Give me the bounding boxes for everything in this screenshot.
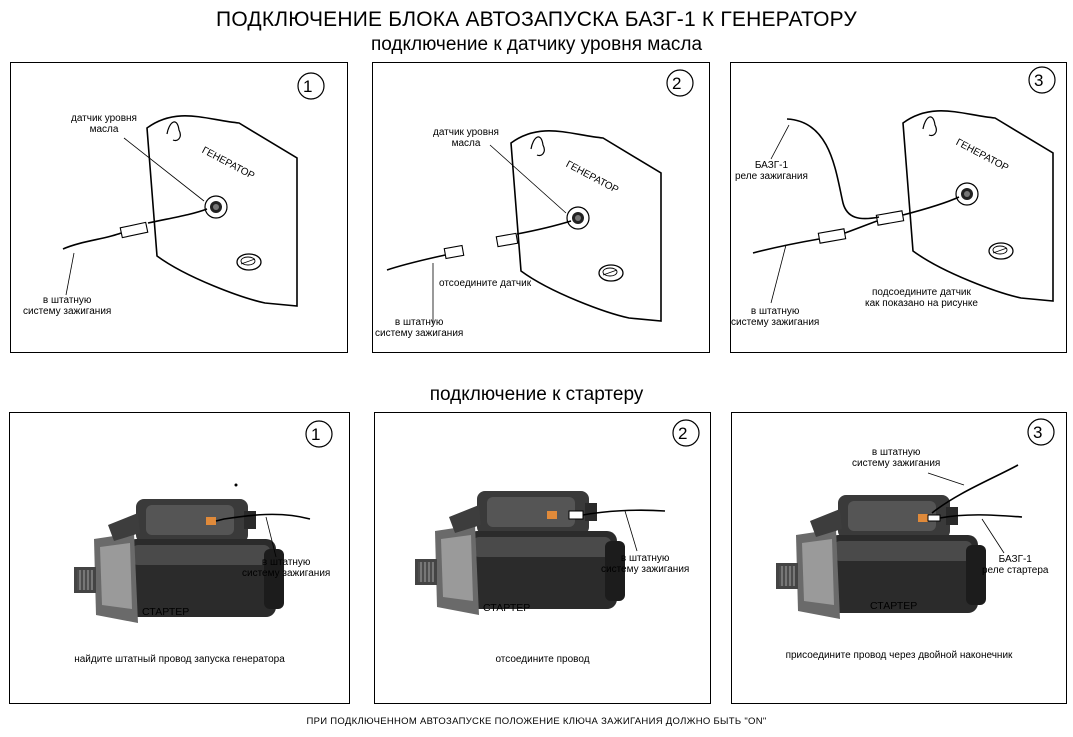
disconnected-plug xyxy=(568,510,584,520)
pointer-line xyxy=(489,144,567,214)
wire-label: в штатную систему зажигания xyxy=(375,317,464,339)
disconnected-plug xyxy=(443,244,465,260)
starter-panel-3: 3 в штатную систему зажигания БАЗГ-1 рел… xyxy=(731,412,1067,704)
starter-wire xyxy=(215,513,311,522)
sensor-wire xyxy=(902,196,960,216)
generator-body xyxy=(146,115,298,307)
ignition-wire xyxy=(931,464,1019,514)
step-number: 3 xyxy=(1034,71,1044,90)
step-circle xyxy=(1027,418,1055,446)
starter-section-title: подключение к стартеру xyxy=(429,384,644,405)
generator-port xyxy=(598,264,624,282)
wire-label: в штатную систему зажигания xyxy=(731,306,820,328)
oil-sensor xyxy=(204,195,228,219)
ignition-wire xyxy=(62,232,122,250)
step-circle xyxy=(666,69,694,97)
oil-sensor xyxy=(566,206,590,230)
terminal xyxy=(206,517,216,525)
step-circle xyxy=(672,419,700,447)
step-number: 2 xyxy=(678,424,688,443)
starter-panel-2: 2 в штатную систему зажигания СТАРТЕР от… xyxy=(374,412,711,704)
sensor-wire xyxy=(147,208,208,224)
pointer-line xyxy=(624,510,638,552)
link-wire xyxy=(844,220,878,234)
oil-panel-3: 3 БАЗГ-1 реле зажигания подсоедините дат… xyxy=(730,62,1067,353)
pointer-line xyxy=(770,124,790,160)
starter-label: СТАРТЕР xyxy=(870,600,918,612)
caption: отсоедините провод xyxy=(495,654,590,665)
wire-label: в штатную систему зажигания xyxy=(601,553,690,575)
relay-wire xyxy=(786,118,880,220)
starter-wire xyxy=(582,509,666,516)
sensor-label: датчик уровня масла xyxy=(71,113,137,135)
ignition-wire xyxy=(386,254,446,271)
generator-body xyxy=(902,110,1054,302)
relay-label: БАЗГ-1 реле зажигания xyxy=(735,160,808,182)
oil-panel-1: 1 датчик уровня масла в штатную систему … xyxy=(10,62,348,353)
wire-label: в штатную систему зажигания xyxy=(852,447,941,469)
caption: найдите штатный провод запуска генератор… xyxy=(74,654,285,665)
step-circle xyxy=(305,420,333,448)
double-terminal xyxy=(927,514,941,522)
step-number: 1 xyxy=(303,77,313,96)
step-circle xyxy=(297,72,325,100)
oil-panel-2: 2 датчик уровня масла отсоедините датчик… xyxy=(372,62,710,353)
page-title: ПОДКЛЮЧЕНИЕ БЛОКА АВТОЗАПУСКА БАЗГ-1 К Г… xyxy=(216,8,857,31)
connector-left xyxy=(817,228,847,244)
relay-label: БАЗГ-1 реле стартера xyxy=(982,554,1049,576)
pointer-line xyxy=(981,518,1005,554)
footer-note: ПРИ ПОДКЛЮЧЕННОМ АВТОЗАПУСКЕ ПОЛОЖЕНИЕ К… xyxy=(306,716,767,727)
action-label: подсоедините датчик как показано на рису… xyxy=(865,287,978,309)
starter-label: СТАРТЕР xyxy=(142,606,190,618)
starter-motor xyxy=(414,490,626,616)
generator-port xyxy=(236,253,262,271)
pointer-line xyxy=(65,252,75,296)
pointer-line xyxy=(770,244,787,304)
wire-label: в штатную систему зажигания xyxy=(242,557,331,579)
sensor-plug xyxy=(495,232,519,248)
caption: присоедините провод через двойной наконе… xyxy=(785,650,1013,661)
connector xyxy=(119,221,149,239)
pointer-line xyxy=(927,472,965,486)
sensor-label: датчик уровня масла xyxy=(433,127,499,149)
oil-sensor xyxy=(955,182,979,206)
pointer-line xyxy=(123,137,205,202)
pointer-line xyxy=(265,516,277,558)
terminal xyxy=(918,514,928,522)
sensor-wire xyxy=(516,220,572,235)
step-number: 1 xyxy=(311,425,321,444)
terminal xyxy=(547,511,557,519)
step-circle xyxy=(1028,66,1056,94)
relay-wire xyxy=(939,514,1023,519)
step-number: 2 xyxy=(672,74,682,93)
starter-label: СТАРТЕР xyxy=(483,602,531,614)
wire-label: в штатную систему зажигания xyxy=(23,295,112,317)
action-label: отсоедините датчик xyxy=(439,278,532,289)
generator-port xyxy=(988,242,1014,260)
connector-right xyxy=(875,210,905,226)
step-number: 3 xyxy=(1033,423,1043,442)
starter-panel-1: 1 в штатную систему зажигания СТАРТЕР на… xyxy=(9,412,350,704)
oil-section-title: подключение к датчику уровня масла xyxy=(370,34,703,55)
